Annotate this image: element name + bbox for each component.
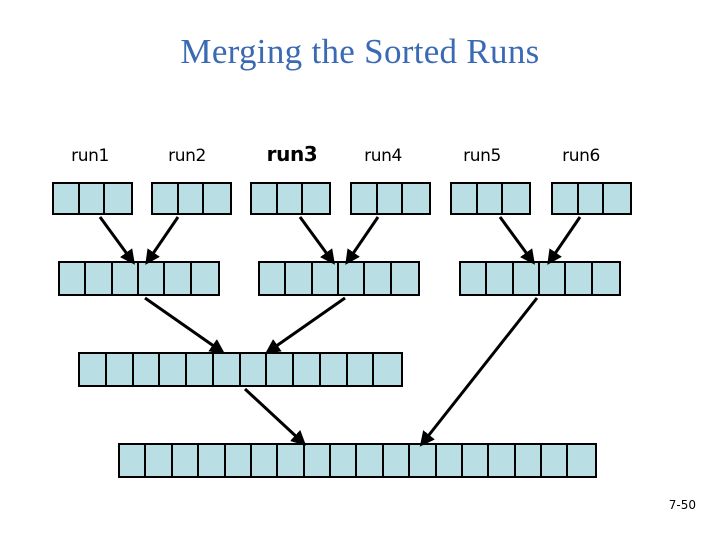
run-cell [338, 263, 366, 294]
run-cell [436, 445, 463, 476]
run-cell [286, 263, 313, 294]
initial-runs-box-3 [250, 182, 331, 215]
run3-to-merge2-arrow [298, 216, 335, 265]
run-cell [160, 354, 187, 385]
initial-runs-box-6 [551, 182, 632, 215]
run-cell [204, 184, 230, 213]
run-cell [252, 184, 278, 213]
run-cell [225, 445, 252, 476]
run-cell [304, 445, 331, 476]
first-merge-pass-box-3 [459, 261, 621, 296]
run-cell [105, 184, 131, 213]
merge2-to-merge12-arrow [265, 296, 346, 354]
run-cell [489, 445, 516, 476]
run-cell [592, 263, 619, 294]
run-cell [80, 354, 107, 385]
run2-to-merge1-arrow [145, 216, 180, 265]
run-cell [452, 184, 478, 213]
run-cell [553, 184, 579, 213]
run-cell [487, 263, 514, 294]
run-cell [377, 184, 404, 213]
run-cell [199, 445, 226, 476]
run-cell [172, 445, 200, 476]
run1-to-merge1-arrow [98, 216, 135, 265]
run-cell [604, 184, 630, 213]
initial-runs-box-5 [450, 182, 531, 215]
run-cell [503, 184, 529, 213]
initial-runs-box-1 [52, 182, 133, 215]
run-cell [86, 263, 113, 294]
run5-to-merge3-arrow [498, 216, 535, 265]
page-number: 7-50 [668, 498, 696, 512]
run-cell [251, 445, 279, 476]
run-cell [240, 354, 268, 385]
run-cell [191, 263, 218, 294]
final-merge-pass-box-1 [118, 443, 597, 478]
run-cell [383, 445, 411, 476]
run-cell [568, 445, 595, 476]
run-cell [153, 184, 179, 213]
run-cell [365, 263, 392, 294]
run-cell [410, 445, 437, 476]
run-cell [539, 263, 567, 294]
run-cell [513, 263, 540, 294]
run-cell [391, 263, 418, 294]
run-cell [106, 354, 134, 385]
page-title: Merging the Sorted Runs [180, 32, 540, 71]
run-cell [331, 445, 358, 476]
run-cell [277, 184, 304, 213]
merge12-to-final-arrow [243, 387, 307, 446]
run-label-3: run3 [266, 142, 318, 166]
run-cell [133, 354, 161, 385]
run-label-5: run5 [463, 146, 501, 166]
run-cell [120, 445, 147, 476]
run-cell [515, 445, 542, 476]
run-cell [79, 184, 106, 213]
merge3-to-final-arrow [419, 297, 539, 447]
run-cell [374, 354, 401, 385]
run4-to-merge2-arrow [345, 216, 380, 265]
first-merge-pass-box-2 [258, 261, 420, 296]
run-cell [278, 445, 305, 476]
run-cell [146, 445, 173, 476]
run-label-6: run6 [562, 146, 600, 166]
initial-runs-box-2 [151, 182, 232, 215]
run-cell [294, 354, 321, 385]
run-cell [267, 354, 294, 385]
run-cell [462, 445, 490, 476]
run-cell [352, 184, 378, 213]
run-cell [303, 184, 329, 213]
run-cell [320, 354, 348, 385]
run-cell [187, 354, 214, 385]
run-cell [578, 184, 605, 213]
run-label-4: run4 [364, 146, 402, 166]
run-cell [461, 263, 488, 294]
run-cell [347, 354, 375, 385]
run-cell [260, 263, 287, 294]
run-cell [542, 445, 569, 476]
run-cell [566, 263, 593, 294]
run-label-1: run1 [71, 146, 109, 166]
run-cell [312, 263, 339, 294]
initial-runs-box-4 [350, 182, 431, 215]
first-merge-pass-box-1 [58, 261, 220, 296]
run-cell [138, 263, 166, 294]
run-cell [477, 184, 504, 213]
run6-to-merge3-arrow [547, 216, 582, 265]
merge1-to-merge12-arrow [144, 296, 225, 354]
run-cell [213, 354, 241, 385]
run-cell [403, 184, 429, 213]
run-label-2: run2 [168, 146, 206, 166]
second-merge-pass-box-1 [78, 352, 403, 387]
run-cell [54, 184, 80, 213]
run-cell [357, 445, 384, 476]
run-cell [60, 263, 87, 294]
run-cell [112, 263, 139, 294]
run-cell [178, 184, 205, 213]
run-cell [165, 263, 192, 294]
